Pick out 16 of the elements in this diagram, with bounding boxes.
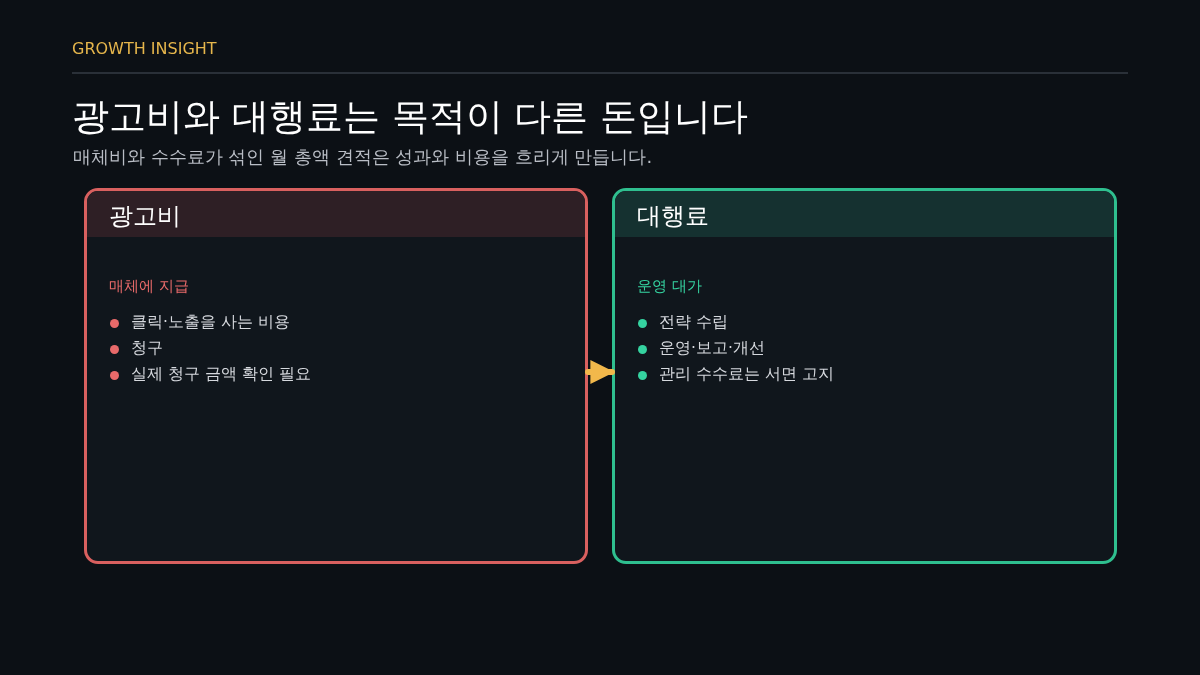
- subtitle: 매체비와 수수료가 섞인 월 총액 견적은 성과와 비용을 흐리게 만듭니다.: [73, 145, 653, 169]
- card-subtitle: 매체에 지급: [109, 277, 189, 296]
- header-label: GROWTH INSIGHT: [72, 39, 217, 58]
- card-subtitle: 운영 대가: [637, 277, 702, 296]
- arrow: [585, 360, 615, 384]
- comparison-card: [612, 188, 1117, 564]
- bullet-text: 클릭·노출을 사는 비용: [131, 312, 290, 333]
- card-title: 대행료: [637, 201, 709, 232]
- bullet-text: 실제 청구 금액 확인 필요: [131, 364, 311, 385]
- comparison-card: [84, 188, 588, 564]
- card-title: 광고비: [109, 201, 181, 232]
- title: 광고비와 대행료는 목적이 다른 돈입니다: [72, 94, 749, 140]
- bullet-text: 운영·보고·개선: [659, 338, 765, 359]
- bullet-text: 전략 수립: [659, 312, 728, 333]
- bullet-text: 관리 수수료는 서면 고지: [659, 364, 834, 385]
- bullet-text: 청구: [131, 338, 163, 359]
